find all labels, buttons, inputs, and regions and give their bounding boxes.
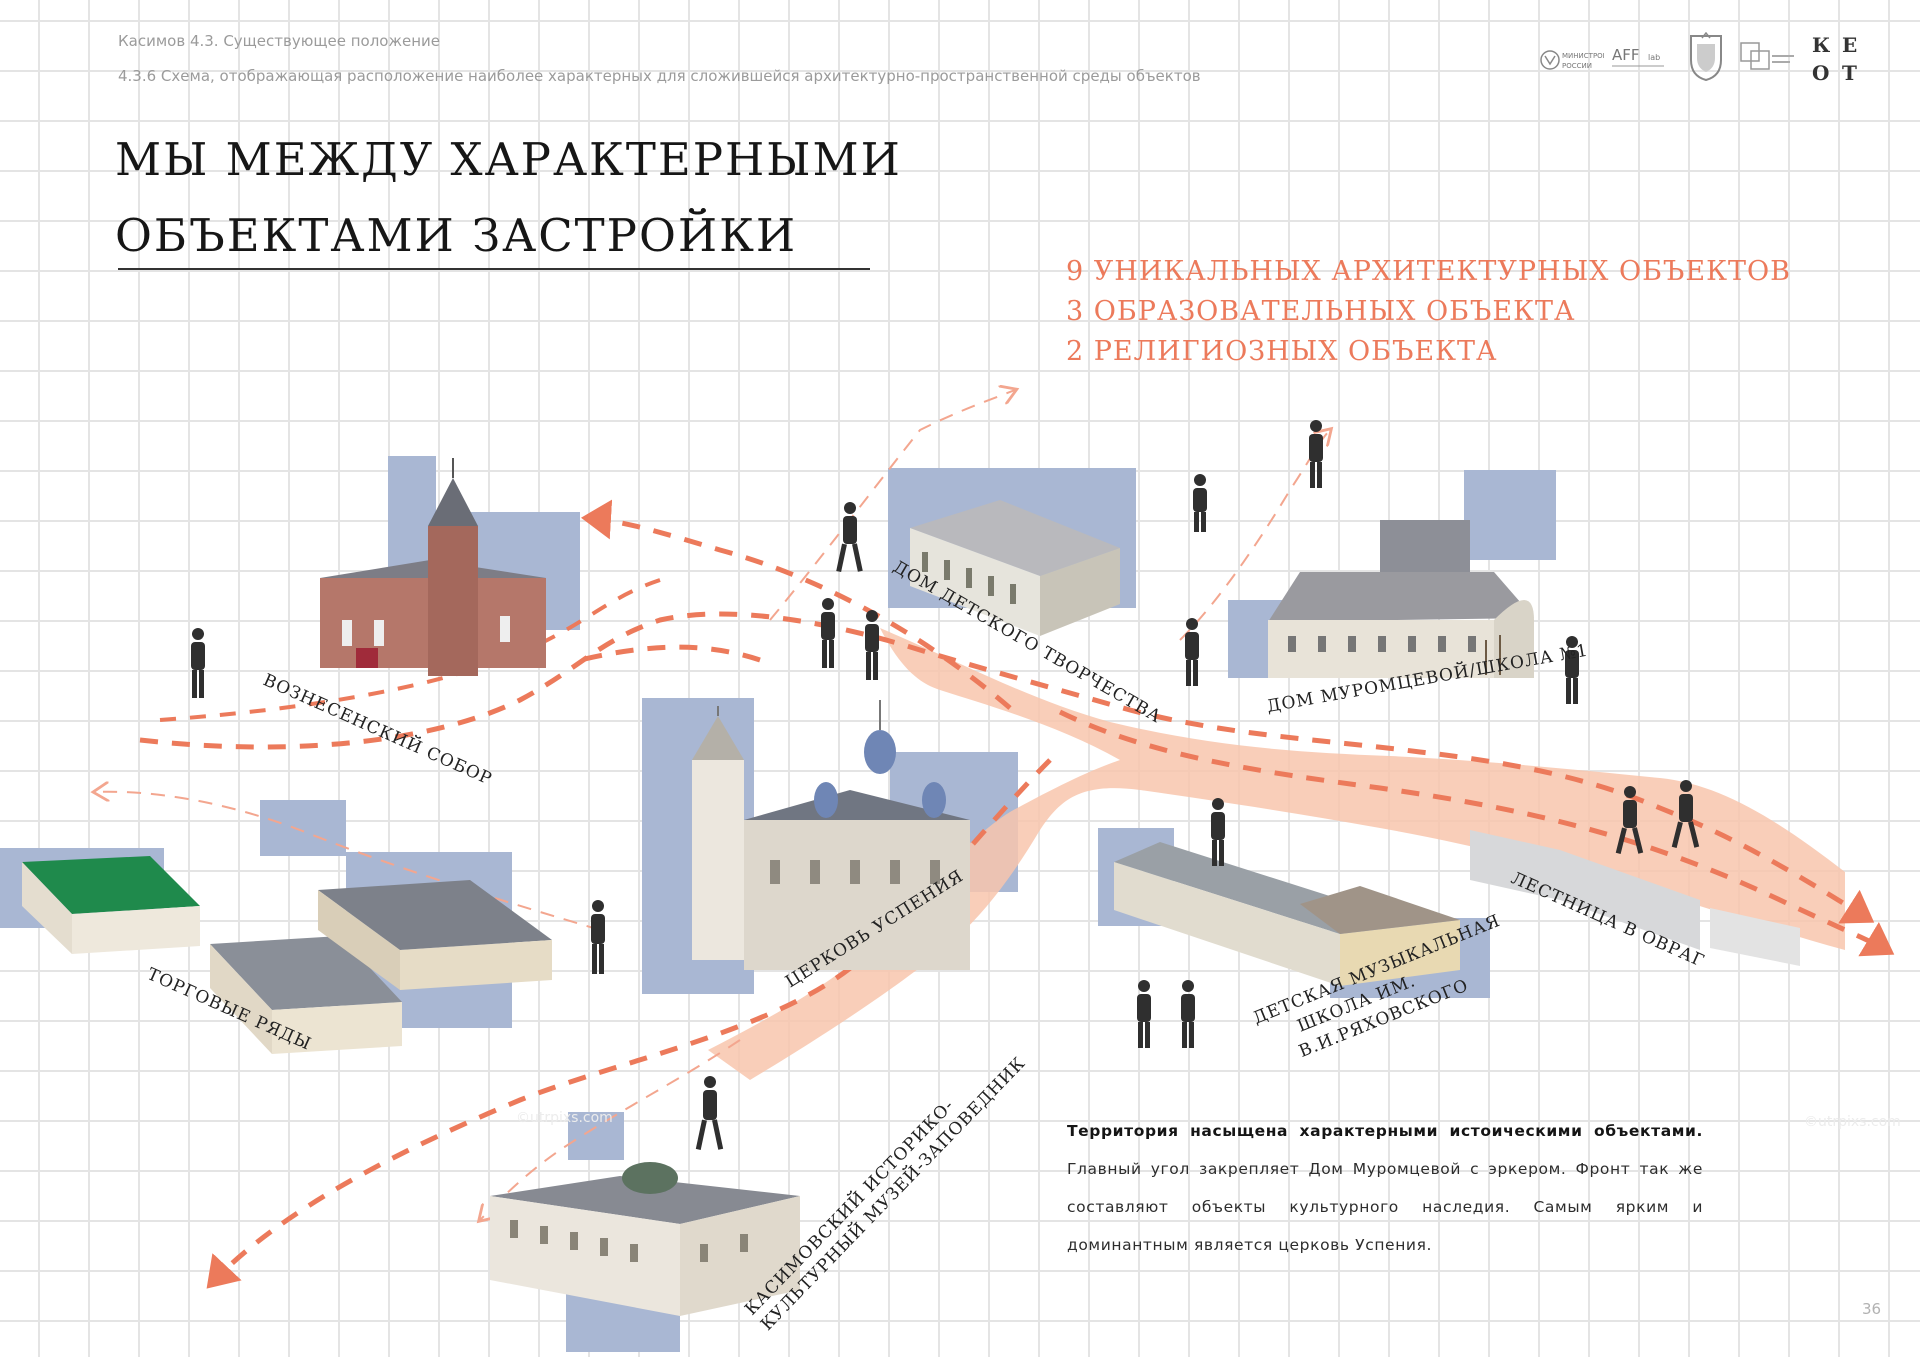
pedestrian-flows bbox=[95, 390, 1895, 1289]
title-line-1: Мы между характерными bbox=[115, 133, 902, 186]
eagle-emblem-icon: МИНИСТРОЙ РОССИИ bbox=[1540, 50, 1608, 70]
flow-upper-west bbox=[159, 578, 661, 722]
flow-branch bbox=[579, 644, 761, 663]
logo-letter-4: Т bbox=[1842, 61, 1857, 85]
walking-path-band bbox=[708, 628, 1845, 1080]
keot-logo: К Е О Т bbox=[1808, 30, 1868, 90]
flow-to-sobor-arrow bbox=[581, 499, 1012, 710]
person-icon bbox=[1137, 980, 1151, 1048]
building-music-school bbox=[1114, 842, 1460, 986]
flow-to-museum-arrow bbox=[206, 758, 1052, 1289]
person-icon bbox=[1211, 798, 1225, 866]
person-icon bbox=[836, 502, 863, 573]
page-title: Мы между характерными объектами застройк… bbox=[115, 122, 902, 274]
title-line-2: объектами застройки bbox=[115, 209, 798, 262]
thin-flow-north bbox=[769, 390, 1015, 621]
ministry-line2: РОССИИ bbox=[1562, 62, 1592, 70]
person-icon bbox=[865, 610, 879, 680]
block-museum-top bbox=[568, 1112, 624, 1160]
building-museum bbox=[490, 1162, 800, 1316]
partner-logos: МИНИСТРОЙ РОССИИ AFF lab bbox=[1540, 30, 1870, 90]
aff-lab-logo: AFF lab bbox=[1612, 40, 1670, 80]
block-muromtseva-right bbox=[1464, 470, 1556, 560]
label-kasimov-museum: Касимовский историко- культурный музей-з… bbox=[740, 1053, 1029, 1335]
building-muromtseva bbox=[1268, 520, 1534, 678]
person-icon bbox=[591, 900, 605, 974]
aff-sub-text: lab bbox=[1648, 53, 1660, 62]
person-icon bbox=[1185, 618, 1199, 686]
title-underline bbox=[118, 268, 870, 270]
person-icon bbox=[1181, 980, 1195, 1048]
label-museum-line2: культурный музей-заповедник bbox=[756, 1053, 1029, 1335]
person-icon bbox=[1671, 780, 1700, 848]
section-header: Касимов 4.3. Существующее положение bbox=[118, 32, 440, 50]
person-icon bbox=[695, 1076, 724, 1150]
logo-letter-3: О bbox=[1812, 61, 1829, 85]
person-icon bbox=[1615, 786, 1644, 854]
person-icon bbox=[191, 628, 205, 698]
block-ryady-top bbox=[260, 800, 346, 856]
thin-flow-southwest bbox=[480, 1039, 741, 1220]
person-icon bbox=[1309, 420, 1323, 488]
person-icon bbox=[1193, 474, 1207, 532]
description-block: Территория насыщена характерными истоиче… bbox=[1067, 1112, 1703, 1264]
stats-list: 9 уникальных архитектурных объектов 3 об… bbox=[1066, 252, 1791, 372]
label-voznesensky-sobor: Вознесенский собор bbox=[260, 669, 496, 789]
subsection-header: 4.3.6 Схема, отображающая расположение н… bbox=[118, 67, 1201, 85]
institute-logo-icon bbox=[1740, 42, 1796, 78]
person-icon bbox=[1565, 636, 1579, 704]
flow-to-ravine-arrow bbox=[1058, 709, 1895, 957]
ministry-logo: МИНИСТРОЙ РОССИИ bbox=[1540, 42, 1608, 82]
ministry-line1: МИНИСТРОЙ bbox=[1562, 51, 1604, 60]
person-icon bbox=[821, 598, 835, 668]
building-ravine-stair bbox=[1470, 830, 1800, 966]
pedestrian-figures bbox=[191, 420, 1700, 1150]
logo-letter-2: Е bbox=[1842, 33, 1857, 57]
watermark: ©utrpixs.com bbox=[1804, 1114, 1901, 1130]
coat-of-arms-icon bbox=[1688, 31, 1726, 86]
stat-religious-objects: 2 религиозных объекта bbox=[1066, 336, 1498, 367]
description-lead: Территория насыщена характерными истоиче… bbox=[1067, 1122, 1703, 1140]
block-sobor-tower bbox=[388, 456, 436, 516]
watermark: ©utrpixs.com bbox=[516, 1110, 613, 1126]
building-trade-rows bbox=[22, 856, 552, 1054]
stat-educational-objects: 3 образовательных объекта bbox=[1066, 296, 1576, 327]
logo-letter-1: К bbox=[1812, 33, 1830, 57]
stat-unique-objects: 9 уникальных архитектурных объектов bbox=[1066, 256, 1791, 287]
building-uspenie bbox=[692, 700, 970, 970]
aff-text: AFF bbox=[1612, 46, 1640, 64]
page-number: 36 bbox=[1862, 1300, 1882, 1318]
building-sobor bbox=[320, 458, 546, 676]
building-ddt bbox=[910, 500, 1120, 636]
main-flow-arrow bbox=[139, 611, 1875, 924]
thin-flow-west bbox=[95, 792, 601, 931]
description-body: Главный угол закрепляет Дом Муромцевой с… bbox=[1067, 1160, 1703, 1254]
